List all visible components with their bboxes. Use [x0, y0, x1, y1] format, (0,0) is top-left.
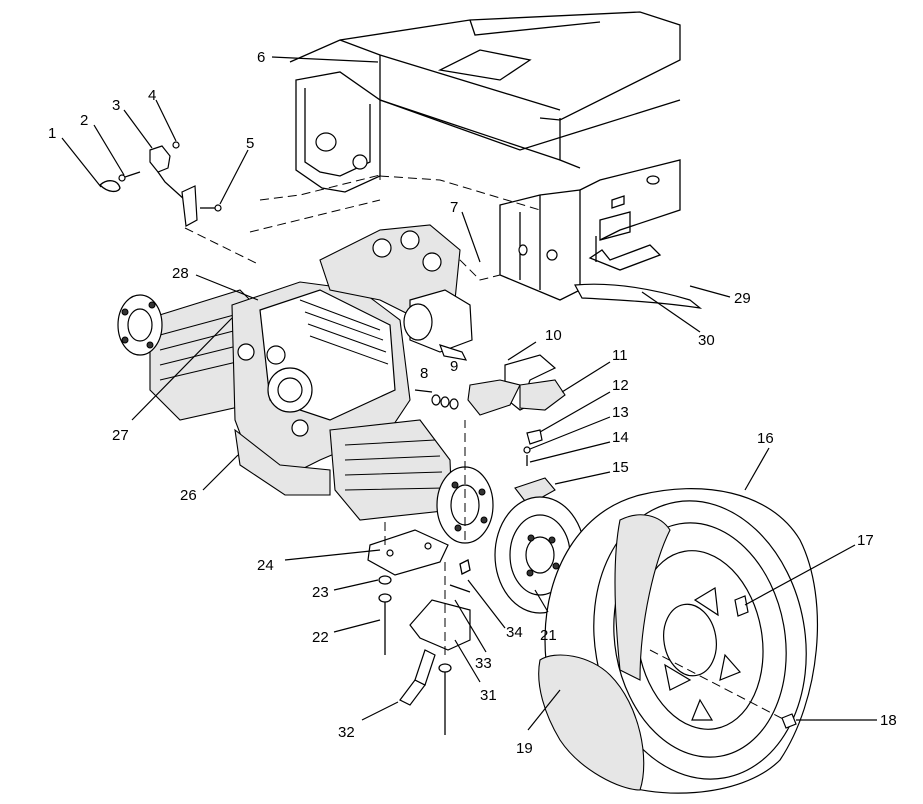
- callout-label-23: 23: [312, 584, 329, 601]
- callout-label-26: 26: [180, 487, 197, 504]
- callout-label-14: 14: [612, 429, 629, 446]
- callout-label-33: 33: [475, 655, 492, 672]
- callout-label-7: 7: [450, 199, 458, 216]
- callout-label-3: 3: [112, 97, 120, 114]
- callout-label-8: 8: [420, 365, 428, 382]
- callout-label-34: 34: [506, 624, 523, 641]
- callout-label-5: 5: [246, 135, 254, 152]
- leader-lines: [61, 56, 877, 731]
- callout-label-2: 2: [80, 112, 88, 129]
- callout-label-15: 15: [612, 459, 629, 476]
- callout-label-10: 10: [545, 327, 562, 344]
- callout-label-1: 1: [48, 125, 56, 142]
- transaxle-drawing: [117, 224, 494, 544]
- callout-label-22: 22: [312, 629, 329, 646]
- callout-label-19: 19: [516, 740, 533, 757]
- callout-label-4: 4: [148, 87, 156, 104]
- wheel-tire: [538, 488, 819, 794]
- callout-label-17: 17: [857, 532, 874, 549]
- linkage-parts: [99, 141, 261, 266]
- callout-label-28: 28: [172, 265, 189, 282]
- callout-label-24: 24: [257, 557, 274, 574]
- mount-parts: [367, 420, 471, 735]
- callout-label-32: 32: [338, 724, 355, 741]
- callout-label-31: 31: [480, 687, 497, 704]
- callout-label-27: 27: [112, 427, 129, 444]
- frame-drawing: [249, 11, 703, 309]
- callout-label-18: 18: [880, 712, 897, 729]
- callout-label-29: 29: [734, 290, 751, 307]
- callout-label-6: 6: [257, 49, 265, 66]
- callout-label-11: 11: [612, 347, 628, 364]
- callout-label-30: 30: [698, 332, 715, 349]
- callout-label-9: 9: [450, 358, 458, 375]
- callout-label-12: 12: [612, 377, 629, 394]
- callout-label-13: 13: [612, 404, 629, 421]
- callout-label-21: 21: [540, 627, 557, 644]
- callout-label-16: 16: [757, 430, 774, 447]
